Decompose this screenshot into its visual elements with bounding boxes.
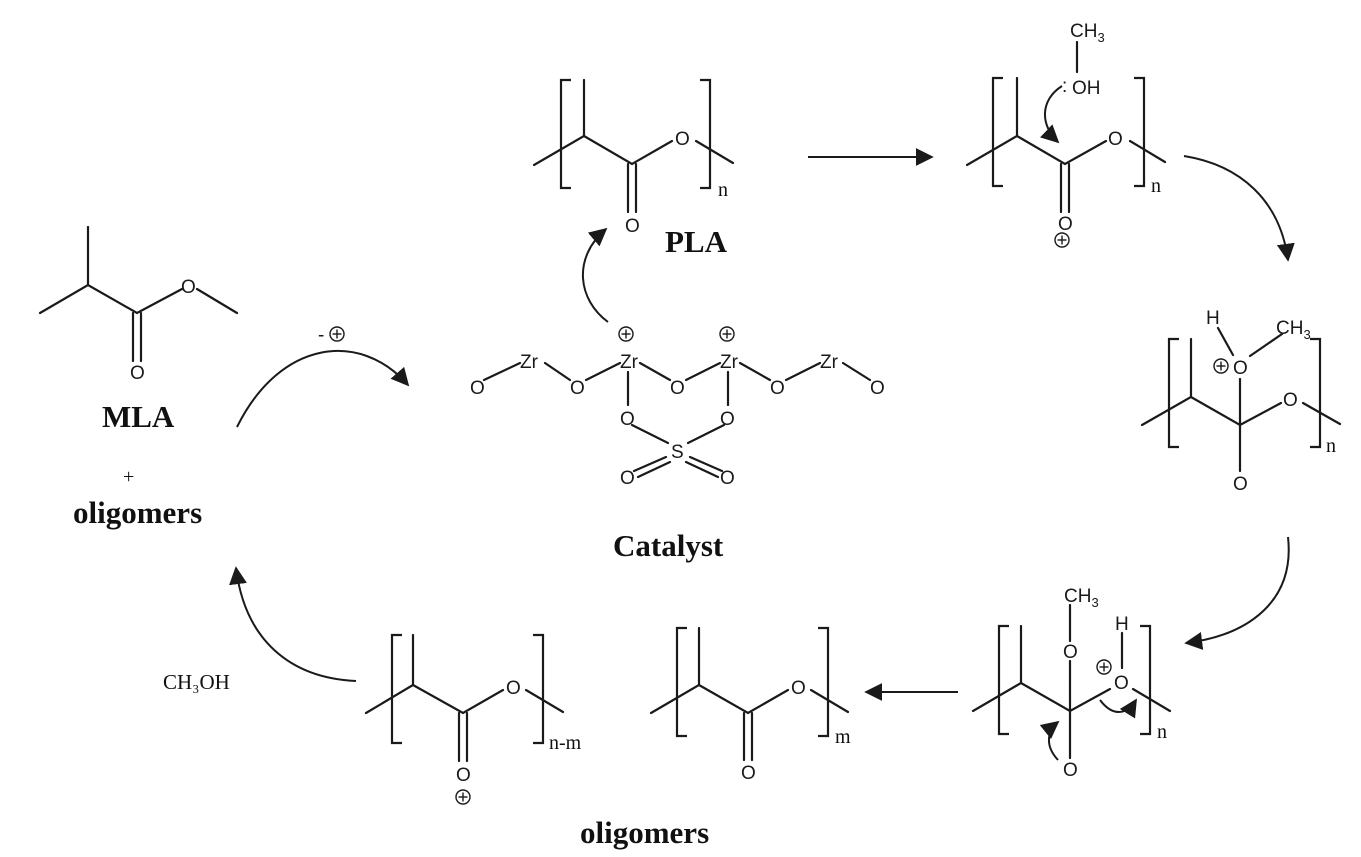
tet-ester-oxygen: O <box>1283 390 1298 411</box>
olig-nm-charge-icon <box>455 789 471 805</box>
arrow-to-rearranged <box>1184 536 1290 650</box>
olig-nm-carbonyl-oxygen: O <box>456 765 471 786</box>
catalyst-o-4: O <box>770 378 785 399</box>
mla-ester-oxygen: O <box>181 277 196 298</box>
rear-methoxy-oxygen: O <box>1063 642 1078 663</box>
arrow-catalyst-to-pla <box>582 227 609 323</box>
electron-push-arrow-1 <box>1039 720 1060 761</box>
olig-m-carbonyl-oxygen: O <box>741 763 756 784</box>
tet-hydroxyl-oxygen: O <box>1233 474 1248 495</box>
catalyst-o-7: O <box>720 409 735 430</box>
arrow-to-catalyst <box>236 350 410 428</box>
catalyst-zr-3: Zr <box>720 352 739 373</box>
catalyst-o-9: O <box>720 468 735 489</box>
activated-subscript: n <box>1151 175 1161 197</box>
rear-charge-icon <box>1096 659 1112 675</box>
catalyst-structure: O Zr O Zr O Zr O Zr O O O S O O <box>470 326 885 489</box>
oligomers-label-bottom: oligomers <box>580 815 709 850</box>
nucleophilic-attack-arrow <box>1040 85 1063 144</box>
catalyst-o-2: O <box>570 378 585 399</box>
tet-subscript: n <box>1326 435 1336 457</box>
minus-charge-label: - <box>318 325 345 346</box>
charge-icon <box>329 326 345 342</box>
tetrahedral-intermediate: H CH3 O O O n <box>1140 308 1342 495</box>
catalyst-zr-1: Zr <box>520 352 539 373</box>
methanol-lone-pair: : <box>1062 76 1067 97</box>
catalyst-zr-2: Zr <box>620 352 639 373</box>
carbonyl-charge-icon <box>1054 232 1070 248</box>
olig-m-subscript: m <box>835 726 851 748</box>
catalyst-o-5: O <box>870 378 885 399</box>
catalyst-zr-4: Zr <box>820 352 839 373</box>
mla-label: MLA <box>102 399 175 434</box>
catalyst-o-3: O <box>670 378 685 399</box>
oligomer-m: O O m <box>649 626 851 784</box>
mla-carbonyl-oxygen: O <box>130 363 145 384</box>
rear-hydrogen: H <box>1115 614 1129 635</box>
oligomer-nm: O O n-m <box>364 633 582 805</box>
tet-oxonium-oxygen: O <box>1233 358 1248 379</box>
olig-nm-subscript: n-m <box>549 732 582 754</box>
pla-ester-oxygen: O <box>675 129 690 150</box>
pla-subscript: n <box>718 179 728 201</box>
oligomers-label-left: oligomers <box>73 495 202 530</box>
rear-oxonium-oxygen: O <box>1114 673 1129 694</box>
zr-charge-icon-1 <box>618 326 634 342</box>
pla-molecule: O O n <box>532 78 735 237</box>
mla-molecule: O O <box>38 225 239 384</box>
pla-carbonyl-oxygen: O <box>625 216 640 237</box>
oxonium-charge-icon <box>1213 358 1229 374</box>
tet-hydrogen: H <box>1206 308 1220 329</box>
rear-subscript: n <box>1157 721 1167 743</box>
activated-pla: O O n CH3 : OH <box>965 21 1167 248</box>
catalyst-o-1: O <box>470 378 485 399</box>
catalyst-o-6: O <box>620 409 635 430</box>
plus-sign: + <box>123 466 134 488</box>
methanol-oh: OH <box>1072 78 1101 99</box>
activated-carbonyl-oxygen: O <box>1058 214 1073 235</box>
electron-push-arrow-2 <box>1099 698 1137 719</box>
methanol-ch3: CH3 <box>1070 21 1105 45</box>
rear-ch3: CH3 <box>1064 586 1099 610</box>
tet-ch3: CH3 <box>1276 318 1311 342</box>
pla-label: PLA <box>665 224 728 259</box>
methanol-reagent-label: CH₃OH <box>163 670 230 694</box>
rear-hydroxyl-oxygen: O <box>1063 760 1078 781</box>
activated-ester-oxygen: O <box>1108 129 1123 150</box>
arrow-to-tetrahedral <box>1183 155 1295 262</box>
svg-text:-: - <box>318 325 324 346</box>
catalyst-label: Catalyst <box>613 528 724 563</box>
rearranged-intermediate: CH3 O H O O n <box>971 586 1172 781</box>
zr-charge-icon-2 <box>719 326 735 342</box>
catalyst-o-8: O <box>620 468 635 489</box>
arrow-to-mla <box>229 566 357 682</box>
olig-nm-ester-oxygen: O <box>506 678 521 699</box>
olig-m-ester-oxygen: O <box>791 678 806 699</box>
catalyst-sulfur: S <box>671 442 684 463</box>
